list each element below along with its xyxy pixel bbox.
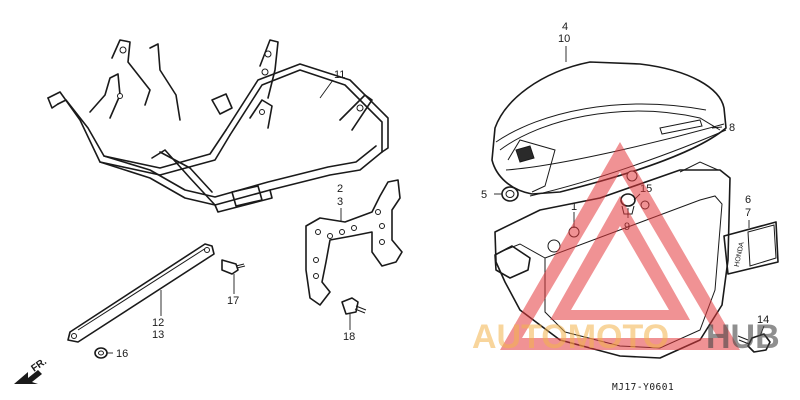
watermark-text-primary: AUTOMOTO (472, 318, 669, 356)
saddlebag-lid (491, 61, 727, 195)
washer-16 (94, 347, 108, 359)
callout-17: 17 (227, 295, 239, 307)
leader-lines (107, 46, 765, 354)
watermark-text-secondary: HUB (706, 318, 780, 356)
callout-1: 1 (571, 201, 577, 213)
callout-13: 13 (152, 329, 164, 341)
bolt-18 (341, 297, 367, 315)
callout-5: 5 (481, 189, 487, 201)
bolt-17 (221, 259, 246, 275)
callout-3: 3 (337, 196, 343, 208)
front-direction-indicator: FR. (14, 356, 49, 384)
diagram-code: MJ17-Y0601 (612, 382, 674, 393)
callout-11: 11 (334, 69, 345, 81)
callout-18: 18 (343, 331, 355, 343)
carrier-frame (47, 39, 389, 213)
support-rod (67, 243, 215, 343)
callout-2: 2 (337, 183, 343, 195)
callout-10: 10 (558, 33, 570, 45)
callout-7: 7 (745, 207, 751, 219)
callout-16: 16 (116, 348, 128, 360)
honda-emblem: HONDA (723, 221, 779, 275)
callout-8: 8 (729, 122, 735, 134)
mounting-stay (305, 179, 403, 306)
callout-12: 12 (152, 317, 164, 329)
callout-6: 6 (745, 194, 751, 206)
seal-strip (529, 129, 727, 197)
watermark-triangle (500, 142, 740, 350)
collar-5 (501, 186, 519, 202)
callout-4: 4 (562, 21, 568, 33)
emblem-label: HONDA (734, 241, 746, 268)
bolt-14 (737, 333, 771, 353)
watermark: AUTOMOTO HUB (472, 142, 780, 356)
callout-14: 14 (757, 314, 769, 326)
front-label: FR. (29, 356, 49, 374)
